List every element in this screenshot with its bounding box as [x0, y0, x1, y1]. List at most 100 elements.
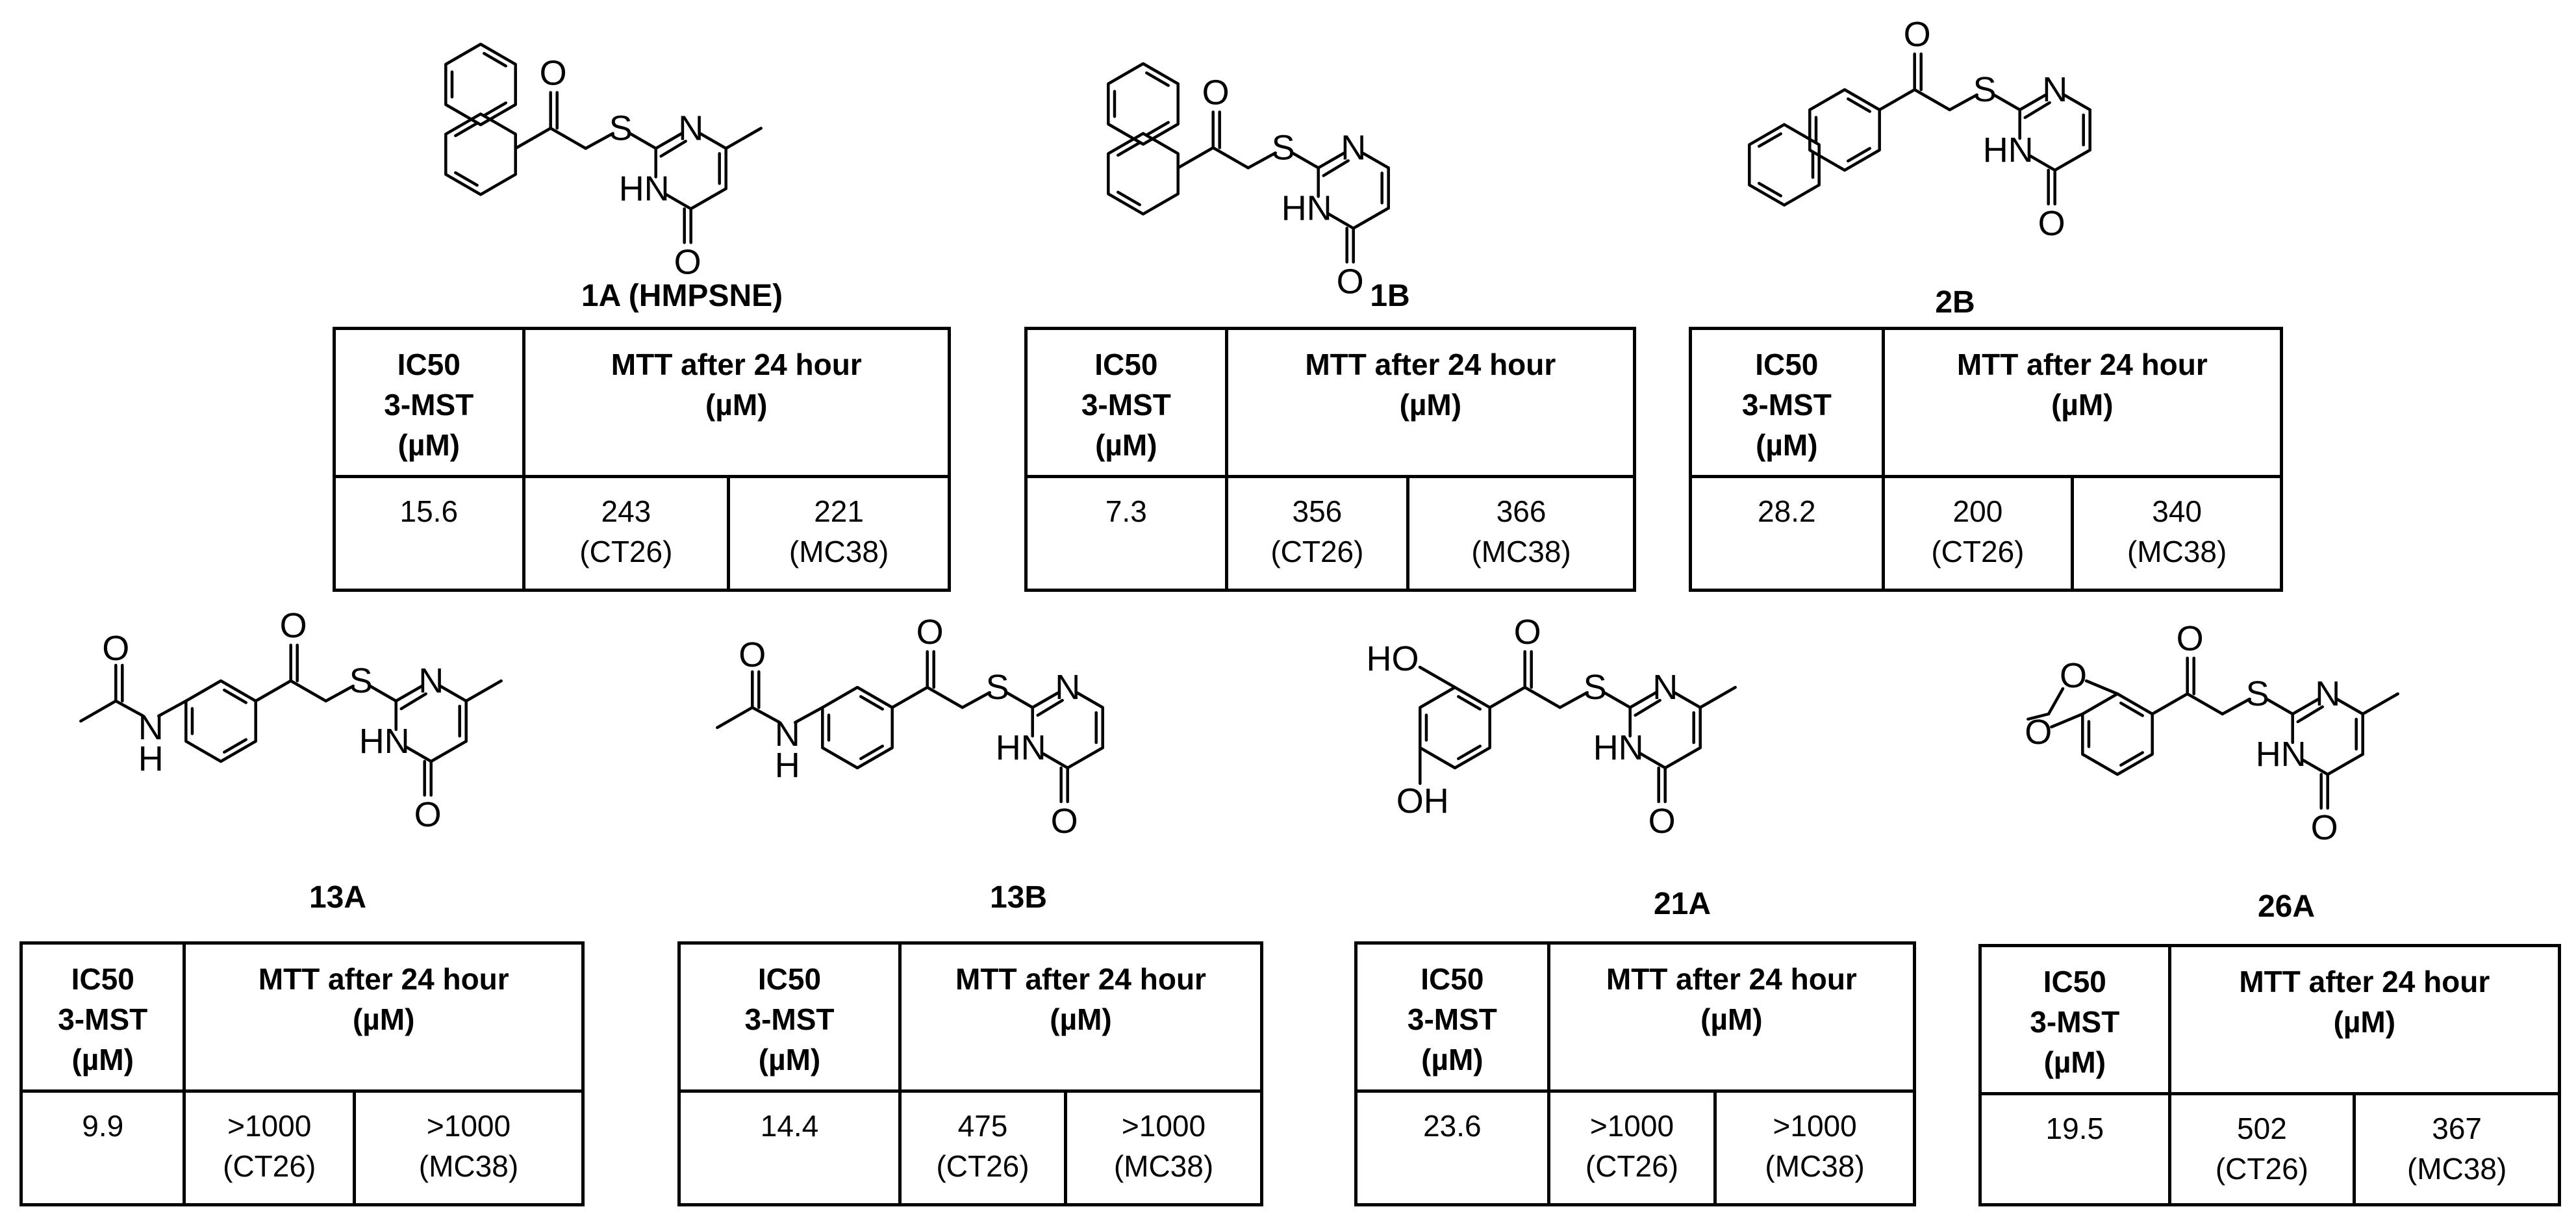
bond [1639, 752, 1667, 770]
mtt-header-line: MTT after 24 hour [1305, 348, 1556, 381]
ic50-header-line: IC50 [1094, 348, 1158, 381]
hydrogen-atom: H [138, 739, 164, 778]
mtt-mc38-value: 367 [2432, 1112, 2482, 1145]
mtt-header-line: (µM) [352, 1002, 415, 1036]
methyl-bond [724, 127, 763, 150]
nitrogen-atom: N [1055, 668, 1080, 707]
mtt-ct26-value: >1000 [1589, 1109, 1674, 1143]
bond [1663, 746, 1702, 770]
ic50-header-line: (µM) [71, 1043, 134, 1076]
bond [254, 679, 292, 703]
bond [1558, 691, 1589, 709]
oxygen-atom: O [1648, 802, 1676, 841]
double-bond [454, 121, 479, 138]
methyl-bond [464, 679, 503, 703]
ic50-header-line: (µM) [1095, 428, 1157, 462]
mtt-header: MTT after 24 hour (µM) [2167, 944, 2562, 1095]
oxygen-atom: O [739, 635, 766, 674]
ring-bond [184, 679, 257, 763]
mtt-mc38-value: 366 [1496, 494, 1547, 528]
mtt-header-line: (µM) [2333, 1005, 2396, 1039]
double-bond [223, 688, 247, 704]
sulfur-atom: S [1272, 128, 1295, 167]
double-bond [859, 694, 884, 711]
hydroxyl-group: OH [1396, 782, 1449, 821]
bond [1041, 752, 1069, 770]
mtt-mc38-cell: 366(MC38) [1406, 475, 1636, 592]
cell-line-ct26: (CT26) [579, 535, 673, 568]
mtt-header-line: MTT after 24 hour [2239, 965, 2490, 999]
bond [394, 684, 423, 703]
double-bond [454, 171, 479, 187]
bond [1327, 212, 1355, 230]
mtt-mc38-value: 221 [814, 494, 864, 528]
ic50-header-line: 3-MST [384, 388, 474, 422]
mtt-ct26-value: 475 [957, 1109, 1008, 1143]
bond [324, 684, 355, 703]
mtt-header-line: MTT after 24 hour [955, 962, 1206, 996]
bond [2221, 697, 2251, 716]
ic50-header-line: 3-MST [1741, 388, 1832, 422]
cell-line-mc38: (MC38) [418, 1149, 519, 1183]
nitrogen-atom: N [678, 108, 703, 147]
mtt-ct26-value: 200 [1952, 494, 2003, 528]
double-bond [223, 738, 247, 754]
bond [2326, 752, 2364, 776]
compound-name-26A: 26A [2257, 889, 2316, 924]
mtt-mc38-value: >1000 [1773, 1109, 1857, 1143]
double-bond [1117, 141, 1141, 157]
oxygen-atom: O [2038, 204, 2065, 243]
ic50-header-line: (µM) [1756, 428, 1818, 462]
double-bond [1145, 121, 1170, 137]
bond [698, 132, 727, 150]
nh-group: HN [996, 728, 1046, 767]
mtt-header-line: (µM) [1050, 1002, 1112, 1036]
mtt-mc38-cell: 340(MC38) [2071, 475, 2283, 592]
mtt-header-line: (µM) [1399, 388, 1462, 422]
cell-line-mc38: (MC38) [2406, 1152, 2507, 1186]
mtt-mc38-cell: >1000(MC38) [352, 1089, 585, 1206]
compound-name-2B: 2B [1935, 285, 1975, 320]
mtt-header-line: MTT after 24 hour [1956, 348, 2208, 381]
ic50-header-line: 3-MST [2030, 1005, 2120, 1039]
bond [2018, 93, 2047, 112]
ic50-header-line: IC50 [1755, 348, 1819, 381]
mtt-mc38-cell: >1000(MC38) [1064, 1089, 1263, 1206]
bond [1211, 146, 1250, 170]
ic50-header-line: IC50 [2043, 965, 2106, 999]
cell-line-mc38: (MC38) [2127, 535, 2227, 568]
cell-line-ct26: (CT26) [1270, 535, 1364, 568]
ic50-value: 23.6 [1354, 1089, 1550, 1206]
mtt-ct26-cell: 243(CT26) [522, 475, 731, 592]
mtt-header-line: (µM) [2051, 388, 2114, 422]
bond [1246, 151, 1277, 170]
ring-bond [444, 42, 517, 127]
bond [2027, 712, 2051, 721]
double-bond [1457, 694, 1482, 711]
double-bond [1847, 97, 1871, 113]
bond [961, 691, 991, 709]
mtt-header-line: MTT after 24 hour [611, 348, 862, 381]
ring-bond [1748, 123, 1821, 207]
bond [1075, 691, 1104, 709]
ic50-header-line: (µM) [2043, 1045, 2106, 1079]
bond [1005, 691, 1034, 709]
bond [584, 132, 614, 150]
oxygen-atom: O [1202, 73, 1230, 112]
compound-name-1B: 1B [1370, 279, 1410, 313]
mtt-header: MTT after 24 hour (µM) [1224, 327, 1637, 478]
bond [1361, 151, 1390, 170]
nitrogen-atom: N [2042, 70, 2067, 109]
bond [1176, 146, 1215, 170]
bond [405, 745, 433, 763]
bond [1317, 151, 1346, 170]
bond [514, 127, 552, 150]
sulfur-atom: S [986, 668, 1009, 707]
ic50-value: 14.4 [677, 1089, 902, 1206]
bond [1066, 746, 1104, 770]
bond [2050, 712, 2084, 729]
ring-bond [444, 112, 517, 196]
